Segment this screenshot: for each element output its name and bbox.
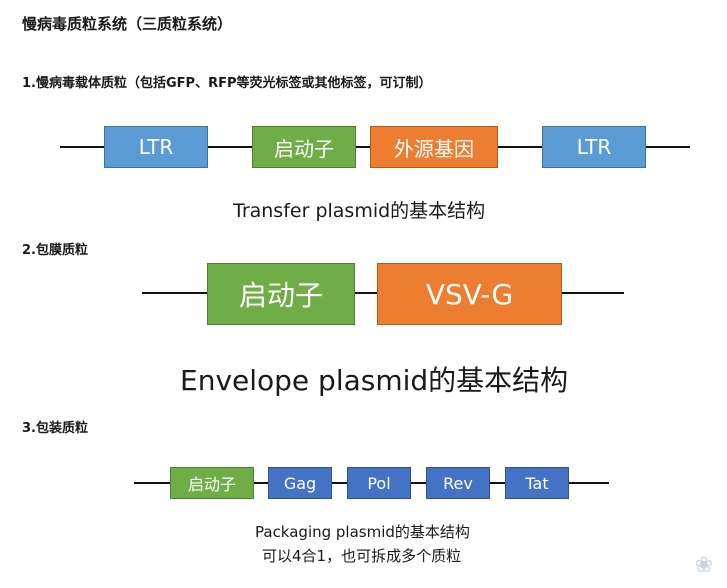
packaging-rev-box: Rev xyxy=(426,467,490,499)
envelope-caption: Envelope plasmid的基本结构 xyxy=(180,364,569,397)
transfer-promoter-box: 启动子 xyxy=(252,126,356,168)
transfer-heading: 1.慢病毒载体质粒（包括GFP、RFP等荧光标签或其他标签，可订制） xyxy=(22,76,432,91)
packaging-caption-line2: 可以4合1，也可拆成多个质粒 xyxy=(262,547,462,565)
packaging-tat-box: Tat xyxy=(505,467,569,499)
packaging-pol-box: Pol xyxy=(347,467,411,499)
packaging-promoter-box: 启动子 xyxy=(170,467,254,499)
envelope-promoter-box: 启动子 xyxy=(207,263,355,325)
transfer-foreign-gene-box: 外源基因 xyxy=(370,126,498,168)
transfer-ltr-left-box: LTR xyxy=(104,126,208,168)
envelope-vsvg-box: VSV-G xyxy=(377,263,562,325)
transfer-ltr-right-box: LTR xyxy=(542,126,646,168)
packaging-gag-box: Gag xyxy=(268,467,332,499)
packaging-heading: 3.包装质粒 xyxy=(22,421,88,436)
page-title: 慢病毒质粒系统（三质粒系统） xyxy=(22,15,233,33)
watermark-logo-icon: ❀ xyxy=(694,553,713,578)
packaging-caption-line1: Packaging plasmid的基本结构 xyxy=(255,523,470,541)
transfer-caption: Transfer plasmid的基本结构 xyxy=(233,200,486,222)
envelope-heading: 2.包膜质粒 xyxy=(22,243,88,258)
